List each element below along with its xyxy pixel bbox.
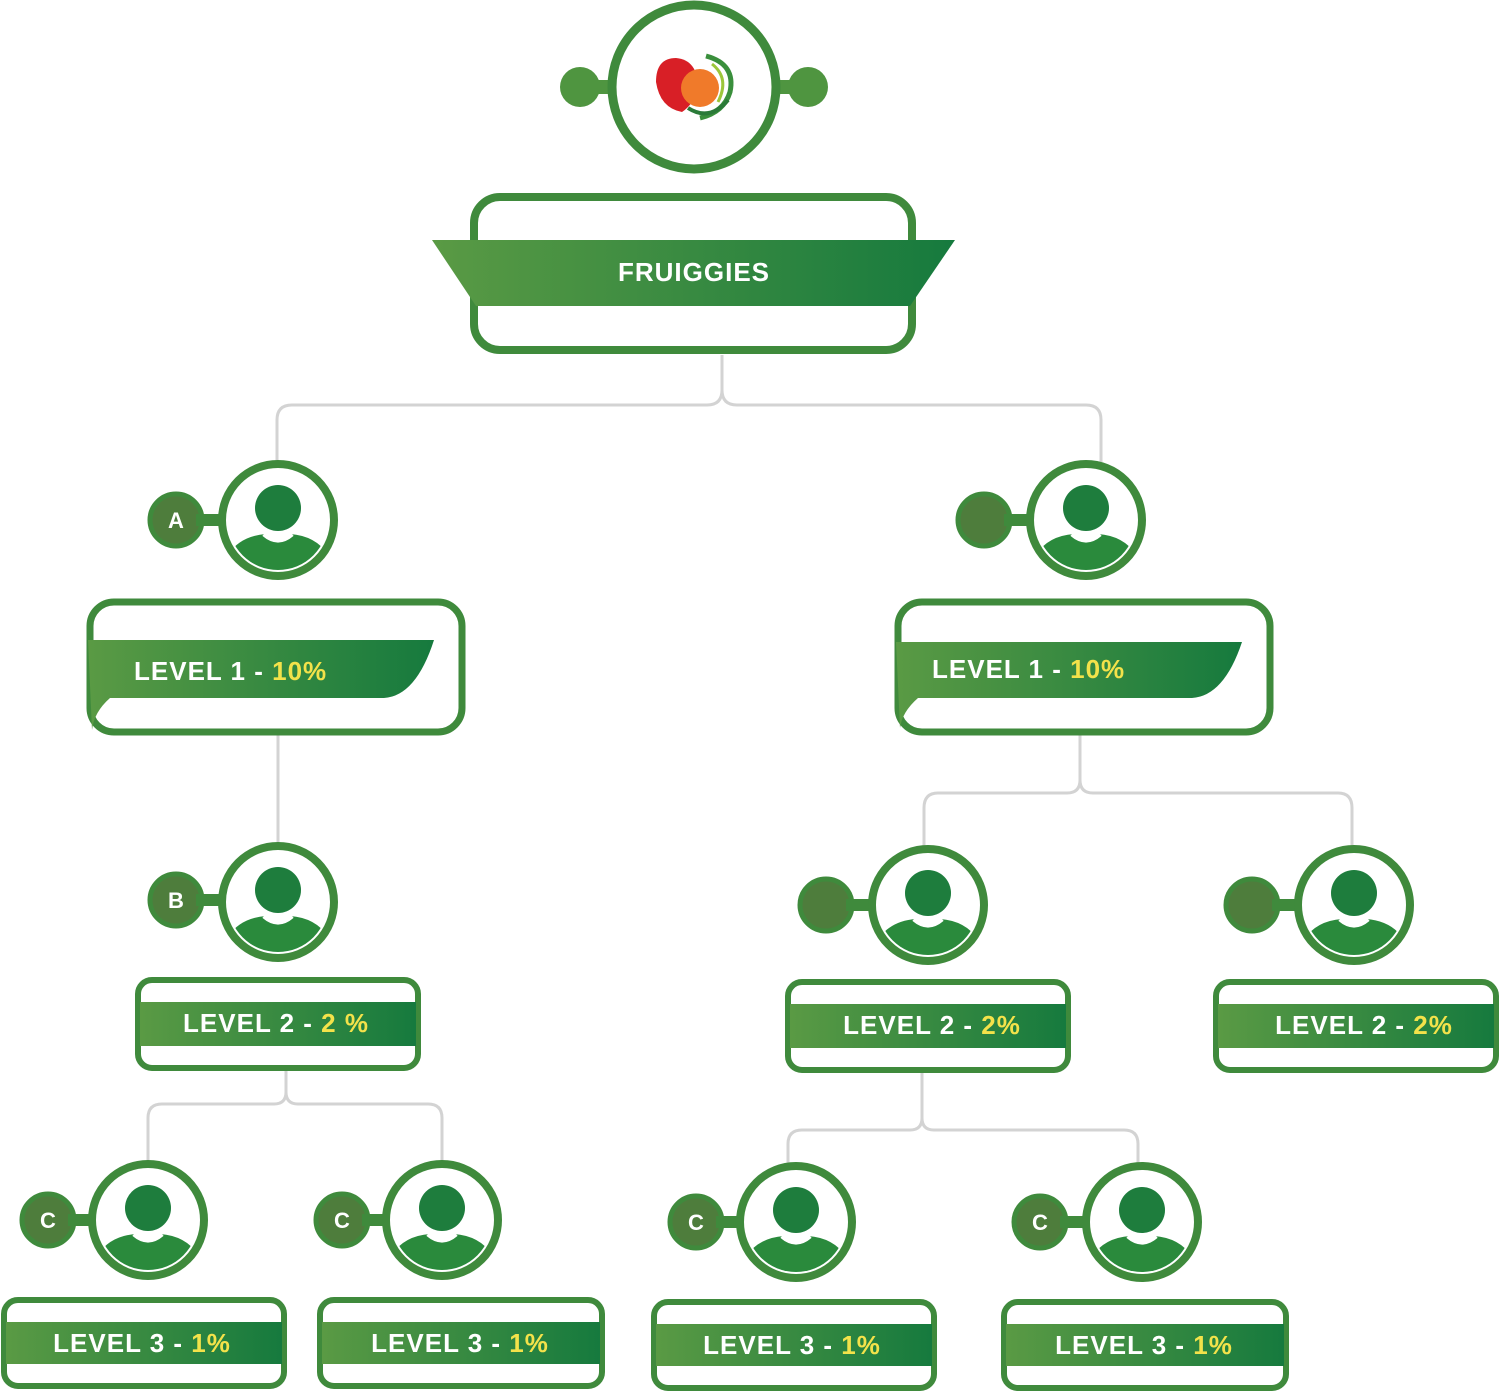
user-avatar-icon	[872, 849, 984, 965]
user-avatar-icon	[222, 464, 334, 580]
level-percent: 10%	[272, 656, 327, 686]
user-avatar-icon	[1030, 464, 1142, 580]
node-level1-right: LEVEL 1 - 10%	[894, 464, 1274, 736]
level-percent: 1%	[191, 1328, 231, 1358]
level-label: LEVEL 3 - 1%	[703, 1330, 881, 1360]
badge-c: C	[1011, 1193, 1090, 1251]
level-label: LEVEL 2 - 2 %	[183, 1008, 369, 1038]
level-label: LEVEL 1 - 10%	[932, 654, 1125, 684]
badge-letter: C	[1032, 1210, 1048, 1235]
level-percent: 2%	[1413, 1010, 1453, 1040]
level-percent: 2%	[981, 1010, 1021, 1040]
badge-letter: C	[40, 1208, 56, 1233]
node-level3-c1: C LEVEL 3 - 1%	[1, 1164, 287, 1389]
level-percent: 1%	[509, 1328, 549, 1358]
level-percent: 2 %	[321, 1008, 369, 1038]
level-card: LEVEL 2 - 2 %	[135, 977, 421, 1071]
node-level2-right-a: LEVEL 2 - 2%	[785, 849, 1071, 1073]
level-label: LEVEL 3 - 1%	[1055, 1330, 1233, 1360]
level-card: LEVEL 2 - 2%	[785, 979, 1071, 1073]
user-avatar-icon	[222, 846, 334, 962]
connector-lines	[146, 355, 1354, 1164]
badge-b: B	[147, 871, 226, 929]
root-node: FRUIGGIES	[432, 0, 955, 354]
level-label: LEVEL 1 - 10%	[134, 656, 327, 686]
user-avatar-icon	[1086, 1166, 1198, 1282]
badge-letter: A	[168, 508, 184, 533]
level-percent: 1%	[841, 1330, 881, 1360]
root-logo-badge	[560, 0, 828, 174]
user-avatar-icon	[740, 1166, 852, 1282]
node-level2-right-b: LEVEL 2 - 2%	[1213, 849, 1499, 1073]
level-card: LEVEL 3 - 1%	[651, 1299, 937, 1391]
badge-c: C	[19, 1191, 98, 1249]
level-card: LEVEL 1 - 10%	[894, 598, 1274, 736]
node-level1-a: A LEVEL 1 - 10%	[86, 464, 466, 736]
level-card: LEVEL 1 - 10%	[86, 598, 466, 736]
node-level2-b: B LEVEL 2 - 2 %	[135, 846, 421, 1071]
badge-empty	[955, 491, 1034, 549]
level-card: LEVEL 3 - 1%	[317, 1297, 605, 1389]
badge-a: A	[147, 491, 226, 549]
badge-c: C	[313, 1191, 392, 1249]
node-level3-c2: C LEVEL 3 - 1%	[313, 1164, 605, 1389]
badge-empty	[797, 876, 876, 934]
root-title: FRUIGGIES	[618, 257, 770, 287]
level-label: LEVEL 3 - 1%	[371, 1328, 549, 1358]
level-card: LEVEL 3 - 1%	[1001, 1299, 1289, 1391]
user-avatar-icon	[92, 1164, 204, 1280]
user-avatar-icon	[386, 1164, 498, 1280]
level-card: LEVEL 2 - 2%	[1213, 979, 1499, 1073]
node-level3-c3: C LEVEL 3 - 1%	[651, 1166, 937, 1391]
level-label: LEVEL 2 - 2%	[1275, 1010, 1453, 1040]
node-level3-c4: C LEVEL 3 - 1%	[1001, 1166, 1289, 1391]
level-card: LEVEL 3 - 1%	[1, 1297, 287, 1389]
fruit-logo-icon	[656, 53, 734, 121]
badge-empty	[1223, 876, 1302, 934]
root-title-card: FRUIGGIES	[432, 193, 955, 354]
badge-letter: B	[168, 888, 184, 913]
badge-letter: C	[688, 1210, 704, 1235]
badge-c: C	[667, 1193, 746, 1251]
level-percent: 1%	[1193, 1330, 1233, 1360]
badge-letter: C	[334, 1208, 350, 1233]
level-label: LEVEL 2 - 2%	[843, 1010, 1021, 1040]
user-avatar-icon	[1298, 849, 1410, 965]
level-label: LEVEL 3 - 1%	[53, 1328, 231, 1358]
level-percent: 10%	[1070, 654, 1125, 684]
